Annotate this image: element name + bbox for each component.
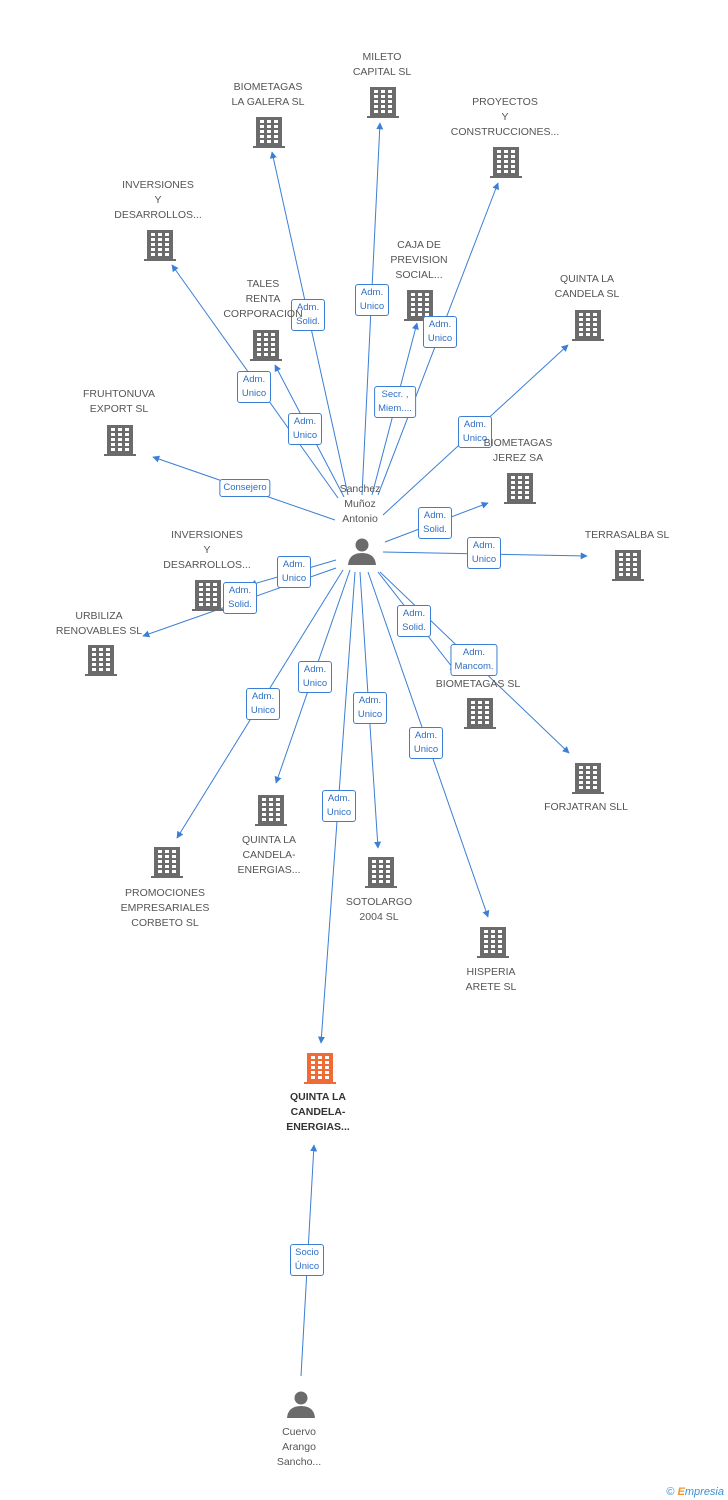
edge-role-label[interactable]: Adm. Unico — [409, 727, 443, 759]
node-label-cuervo[interactable]: Cuervo Arango Sancho... — [276, 1426, 322, 1468]
node-label-quintaEnergias1[interactable]: QUINTA LA CANDELA- ENERGIAS... — [237, 834, 301, 876]
edge-role-label[interactable]: Consejero — [219, 479, 271, 497]
building-icon[interactable] — [367, 87, 399, 118]
node-label-fruhtonuva[interactable]: FRUHTONUVA EXPORT SL — [83, 388, 155, 415]
node-label-forjatran[interactable]: FORJATRAN SLL — [544, 801, 628, 813]
node-label-sotolargo[interactable]: SOTOLARGO 2004 SL — [345, 896, 413, 923]
copyright-symbol: © — [666, 1486, 675, 1498]
building-icon[interactable] — [404, 290, 436, 321]
brand-footer: ©Empresia — [666, 1486, 724, 1498]
person-icon[interactable] — [348, 538, 376, 566]
building-icon[interactable] — [85, 645, 117, 676]
edge-role-label[interactable]: Adm. Unico — [423, 316, 457, 348]
edge-role-label[interactable]: Adm. Unico — [353, 692, 387, 724]
building-icon[interactable] — [144, 230, 176, 261]
edge-role-label[interactable]: Adm. Unico — [246, 688, 280, 720]
node-label-focus[interactable]: QUINTA LA CANDELA- ENERGIAS... — [286, 1091, 350, 1133]
node-label-proyectos[interactable]: PROYECTOS Y CONSTRUCCIONES... — [450, 96, 560, 138]
building-icon[interactable] — [464, 698, 496, 729]
edge-role-label[interactable]: Adm. Unico — [458, 416, 492, 448]
building-icon[interactable] — [192, 580, 224, 611]
building-icon[interactable] — [255, 795, 287, 826]
node-label-inversiones2[interactable]: INVERSIONES Y DESARROLLOS... — [163, 529, 251, 571]
person-icon[interactable] — [287, 1391, 315, 1419]
node-label-promociones[interactable]: PROMOCIONES EMPRESARIALES CORBETO SL — [120, 887, 210, 929]
node-label-jerez[interactable]: BIOMETAGAS JEREZ SA — [483, 437, 553, 464]
node-label-inversiones1[interactable]: INVERSIONES Y DESARROLLOS... — [114, 179, 202, 221]
edge-role-label[interactable]: Adm. Solid. — [397, 605, 431, 637]
brand-name: mpresia — [684, 1486, 724, 1498]
edge-role-label[interactable]: Adm. Unico — [237, 371, 271, 403]
edge-role-label[interactable]: Adm. Unico — [277, 556, 311, 588]
building-icon[interactable] — [250, 330, 282, 361]
focus-building-icon[interactable] — [304, 1053, 336, 1084]
node-label-terrasalba[interactable]: TERRASALBA SL — [584, 529, 670, 541]
node-label-hisperia[interactable]: HISPERIA ARETE SL — [465, 966, 517, 993]
building-icon[interactable] — [365, 857, 397, 888]
node-label-center[interactable]: Sanchez Muñoz Antonio — [339, 483, 381, 525]
building-icon[interactable] — [504, 473, 536, 504]
node-label-mileto[interactable]: MILETO CAPITAL SL — [352, 51, 412, 78]
node-label-caja[interactable]: CAJA DE PREVISION SOCIAL... — [390, 239, 448, 281]
building-icon[interactable] — [104, 425, 136, 456]
edge-role-label[interactable]: Adm. Unico — [467, 537, 501, 569]
edge-role-label[interactable]: Socio Único — [290, 1244, 324, 1276]
brand-initial: E — [677, 1486, 685, 1498]
building-icon[interactable] — [572, 763, 604, 794]
edge-role-label[interactable]: Adm. Unico — [288, 413, 322, 445]
edge-role-label[interactable]: Secr. , Miem.... — [374, 386, 416, 418]
edge-role-label[interactable]: Adm. Solid. — [291, 299, 325, 331]
node-label-biometagasSL[interactable]: BIOMETAGAS SL — [435, 678, 521, 690]
building-icon[interactable] — [612, 550, 644, 581]
building-icon[interactable] — [490, 147, 522, 178]
node-label-galera[interactable]: BIOMETAGAS LA GALERA SL — [231, 81, 305, 108]
edge-role-label[interactable]: Adm. Solid. — [418, 507, 452, 539]
edge-role-label[interactable]: Adm. Solid. — [223, 582, 257, 614]
edge-role-label[interactable]: Adm. Mancom. — [450, 644, 498, 676]
edge-role-label[interactable]: Adm. Unico — [322, 790, 356, 822]
building-icon[interactable] — [477, 927, 509, 958]
building-icon[interactable] — [253, 117, 285, 148]
node-label-quintaCandela[interactable]: QUINTA LA CANDELA SL — [554, 273, 620, 300]
node-label-tales[interactable]: TALES RENTA CORPORACION — [223, 278, 303, 320]
edge-role-label[interactable]: Adm. Unico — [355, 284, 389, 316]
node-label-urbiliza[interactable]: URBILIZA RENOVABLES SL — [55, 610, 143, 637]
building-icon[interactable] — [151, 847, 183, 878]
edge-role-label[interactable]: Adm. Unico — [298, 661, 332, 693]
building-icon[interactable] — [572, 310, 604, 341]
